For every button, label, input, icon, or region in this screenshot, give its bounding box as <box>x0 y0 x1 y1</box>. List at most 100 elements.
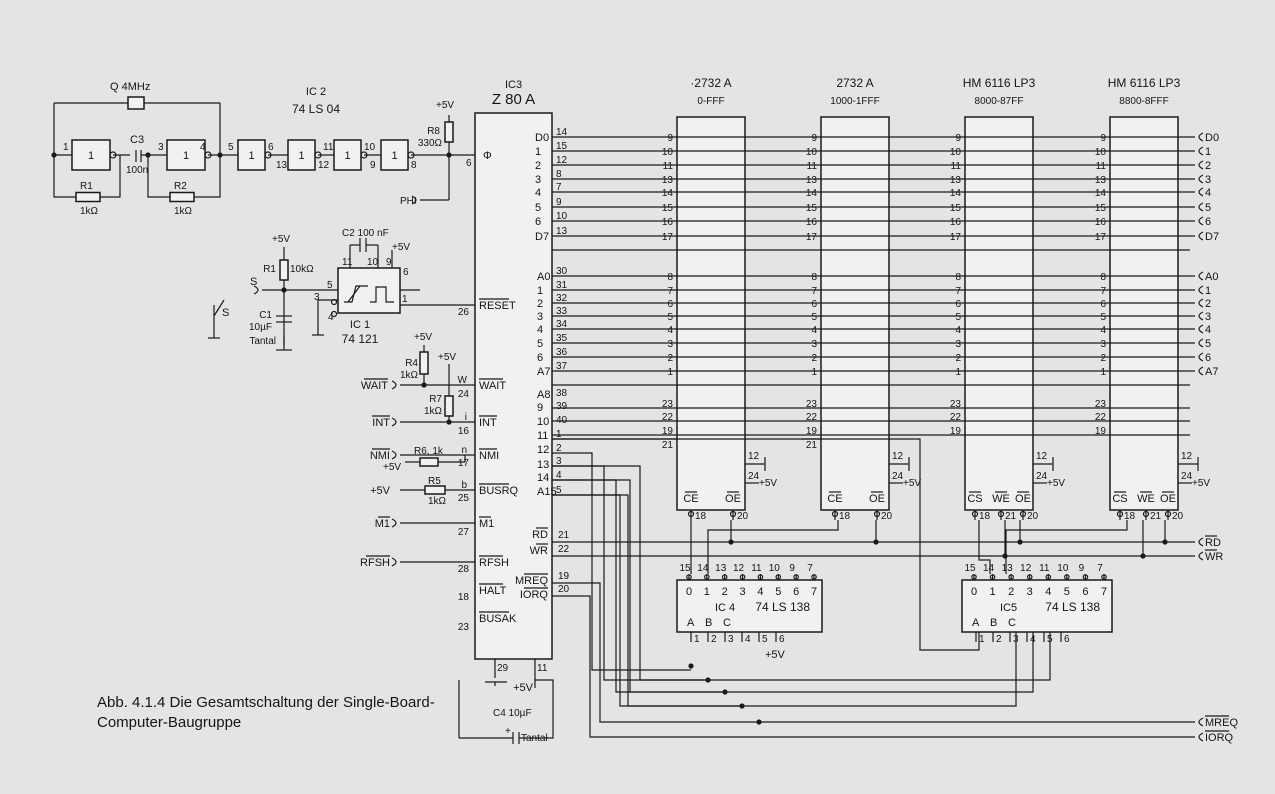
decoder-output: 0 <box>686 586 692 598</box>
pin-number: 6 <box>1100 299 1106 310</box>
cpu-pin-number: 1 <box>556 429 562 440</box>
connector-symbol <box>391 450 397 460</box>
pin-number: 8 <box>1100 272 1106 283</box>
bus-label: IORQ <box>1205 732 1234 744</box>
output-bubble <box>704 574 710 580</box>
pin-number: 10 <box>806 147 818 158</box>
memory-control-pin: OE <box>1160 493 1176 505</box>
connector-symbol <box>1198 298 1204 308</box>
pin-number: 14 <box>806 188 818 199</box>
resistor-label: R8 <box>427 126 440 137</box>
cpu-pin-number: 34 <box>556 319 568 330</box>
pin-number: 10 <box>662 147 674 158</box>
power-label: +5V <box>765 649 786 661</box>
cpu-signal-label: WAIT <box>479 380 506 392</box>
bus-label: 2 <box>1205 160 1211 172</box>
pin-number: 16 <box>950 217 962 228</box>
memory-address-range: 0-FFF <box>697 96 724 107</box>
output-bubble <box>971 574 977 580</box>
cpu-pin-number: 18 <box>458 592 470 603</box>
cpu-pin-number: 12 <box>556 155 568 166</box>
junction-dot <box>756 719 762 725</box>
cpu-pin-number: 3 <box>556 456 562 467</box>
pin-number: 20 <box>737 511 749 522</box>
cpu-pin-label: 2 <box>535 160 541 172</box>
bus-label: 1 <box>1205 285 1211 297</box>
pin-number: 18 <box>1124 511 1136 522</box>
cpu-pin-label: 4 <box>537 324 543 336</box>
cpu-pin-number: 20 <box>558 584 570 595</box>
cpu-pin-label: 10 <box>537 416 549 428</box>
cpu-signal-label: M1 <box>479 518 494 530</box>
gate-label: 1 <box>391 150 397 162</box>
pin-number: 19 <box>662 426 674 437</box>
monoflop-74121 <box>337 267 401 314</box>
bus-label: RD <box>1205 537 1221 549</box>
pin-number: 3 <box>811 339 817 350</box>
pin-number: 6 <box>955 299 961 310</box>
pin-number: 5 <box>955 312 961 323</box>
pin-number: 18 <box>979 511 991 522</box>
cpu-pin-number: 38 <box>556 388 568 399</box>
cpu-pin-label: D7 <box>535 231 549 243</box>
pin-number: 14 <box>950 188 962 199</box>
memory-control-pin: OE <box>869 493 885 505</box>
cpu-pin-label: IORQ <box>520 589 549 601</box>
decoder-ref: IC5 <box>1000 602 1017 614</box>
power-label: +5V <box>414 332 432 343</box>
pin-number: 15 <box>679 563 691 574</box>
bus-label: MREQ <box>1205 717 1238 729</box>
cpu-signal-label: INT <box>479 417 497 429</box>
pin-number: 23 <box>950 399 962 410</box>
wire <box>519 679 554 739</box>
pin-number: 8 <box>411 160 417 171</box>
bus-label: 6 <box>1205 352 1211 364</box>
pin-number: 12 <box>1036 451 1048 462</box>
pin-number: 18 <box>839 511 851 522</box>
connector-symbol <box>1198 551 1204 561</box>
crystal <box>127 96 145 110</box>
pin-number: 11 <box>663 161 674 172</box>
wire <box>552 452 691 671</box>
cpu-pin-label: 6 <box>537 352 543 364</box>
resistor-label: R6, 1k <box>414 446 444 457</box>
pin-number: 4 <box>745 634 751 645</box>
pin-number: 5 <box>1100 312 1106 323</box>
bus-label: 4 <box>1205 324 1211 336</box>
pin-number: 7 <box>811 286 817 297</box>
pin-number: 11 <box>323 142 334 153</box>
power-label: +5V <box>392 242 410 253</box>
bus-label: WR <box>1205 551 1223 563</box>
decoder-74ls138 <box>961 579 1113 633</box>
cpu-pin-label: 13 <box>537 459 549 471</box>
pin-number: 9 <box>811 133 817 144</box>
cpu-pin-number: 25 <box>458 493 470 504</box>
pin-number: 13 <box>276 160 288 171</box>
pin-number: 5 <box>667 312 673 323</box>
gate-label: 1 <box>298 150 304 162</box>
switch-blade <box>213 299 225 317</box>
crystal-label: Q 4MHz <box>110 81 150 93</box>
cpu-pin-number: 15 <box>556 141 568 152</box>
cpu-pin-label: 3 <box>535 174 541 186</box>
pin-number: 3 <box>955 339 961 350</box>
pin-number: 15 <box>964 563 976 574</box>
cpu-pin-number: 32 <box>556 293 568 304</box>
jumper-letter: W <box>458 375 468 386</box>
cpu-pin-label: 11 <box>537 430 548 442</box>
memory-control-pin: WE <box>1137 493 1155 505</box>
memory-address-range: 8800-8FFF <box>1119 96 1168 107</box>
power-label: +5V <box>438 352 456 363</box>
resistor-r7 <box>444 395 454 417</box>
pin-number: 4 <box>328 312 334 323</box>
pin-number: 4 <box>955 325 961 336</box>
cpu-signal-label: BUSRQ <box>479 485 519 497</box>
memory-part-label: ·2732 A <box>690 76 731 90</box>
active-low-bubble <box>971 510 979 518</box>
gate-label: 1 <box>344 150 350 162</box>
pin-number: 12 <box>1020 563 1032 574</box>
pin-number: 6 <box>466 158 472 169</box>
pin-number: 19 <box>806 426 818 437</box>
pin-number: 12 <box>892 451 904 462</box>
active-low-bubble <box>873 510 881 518</box>
